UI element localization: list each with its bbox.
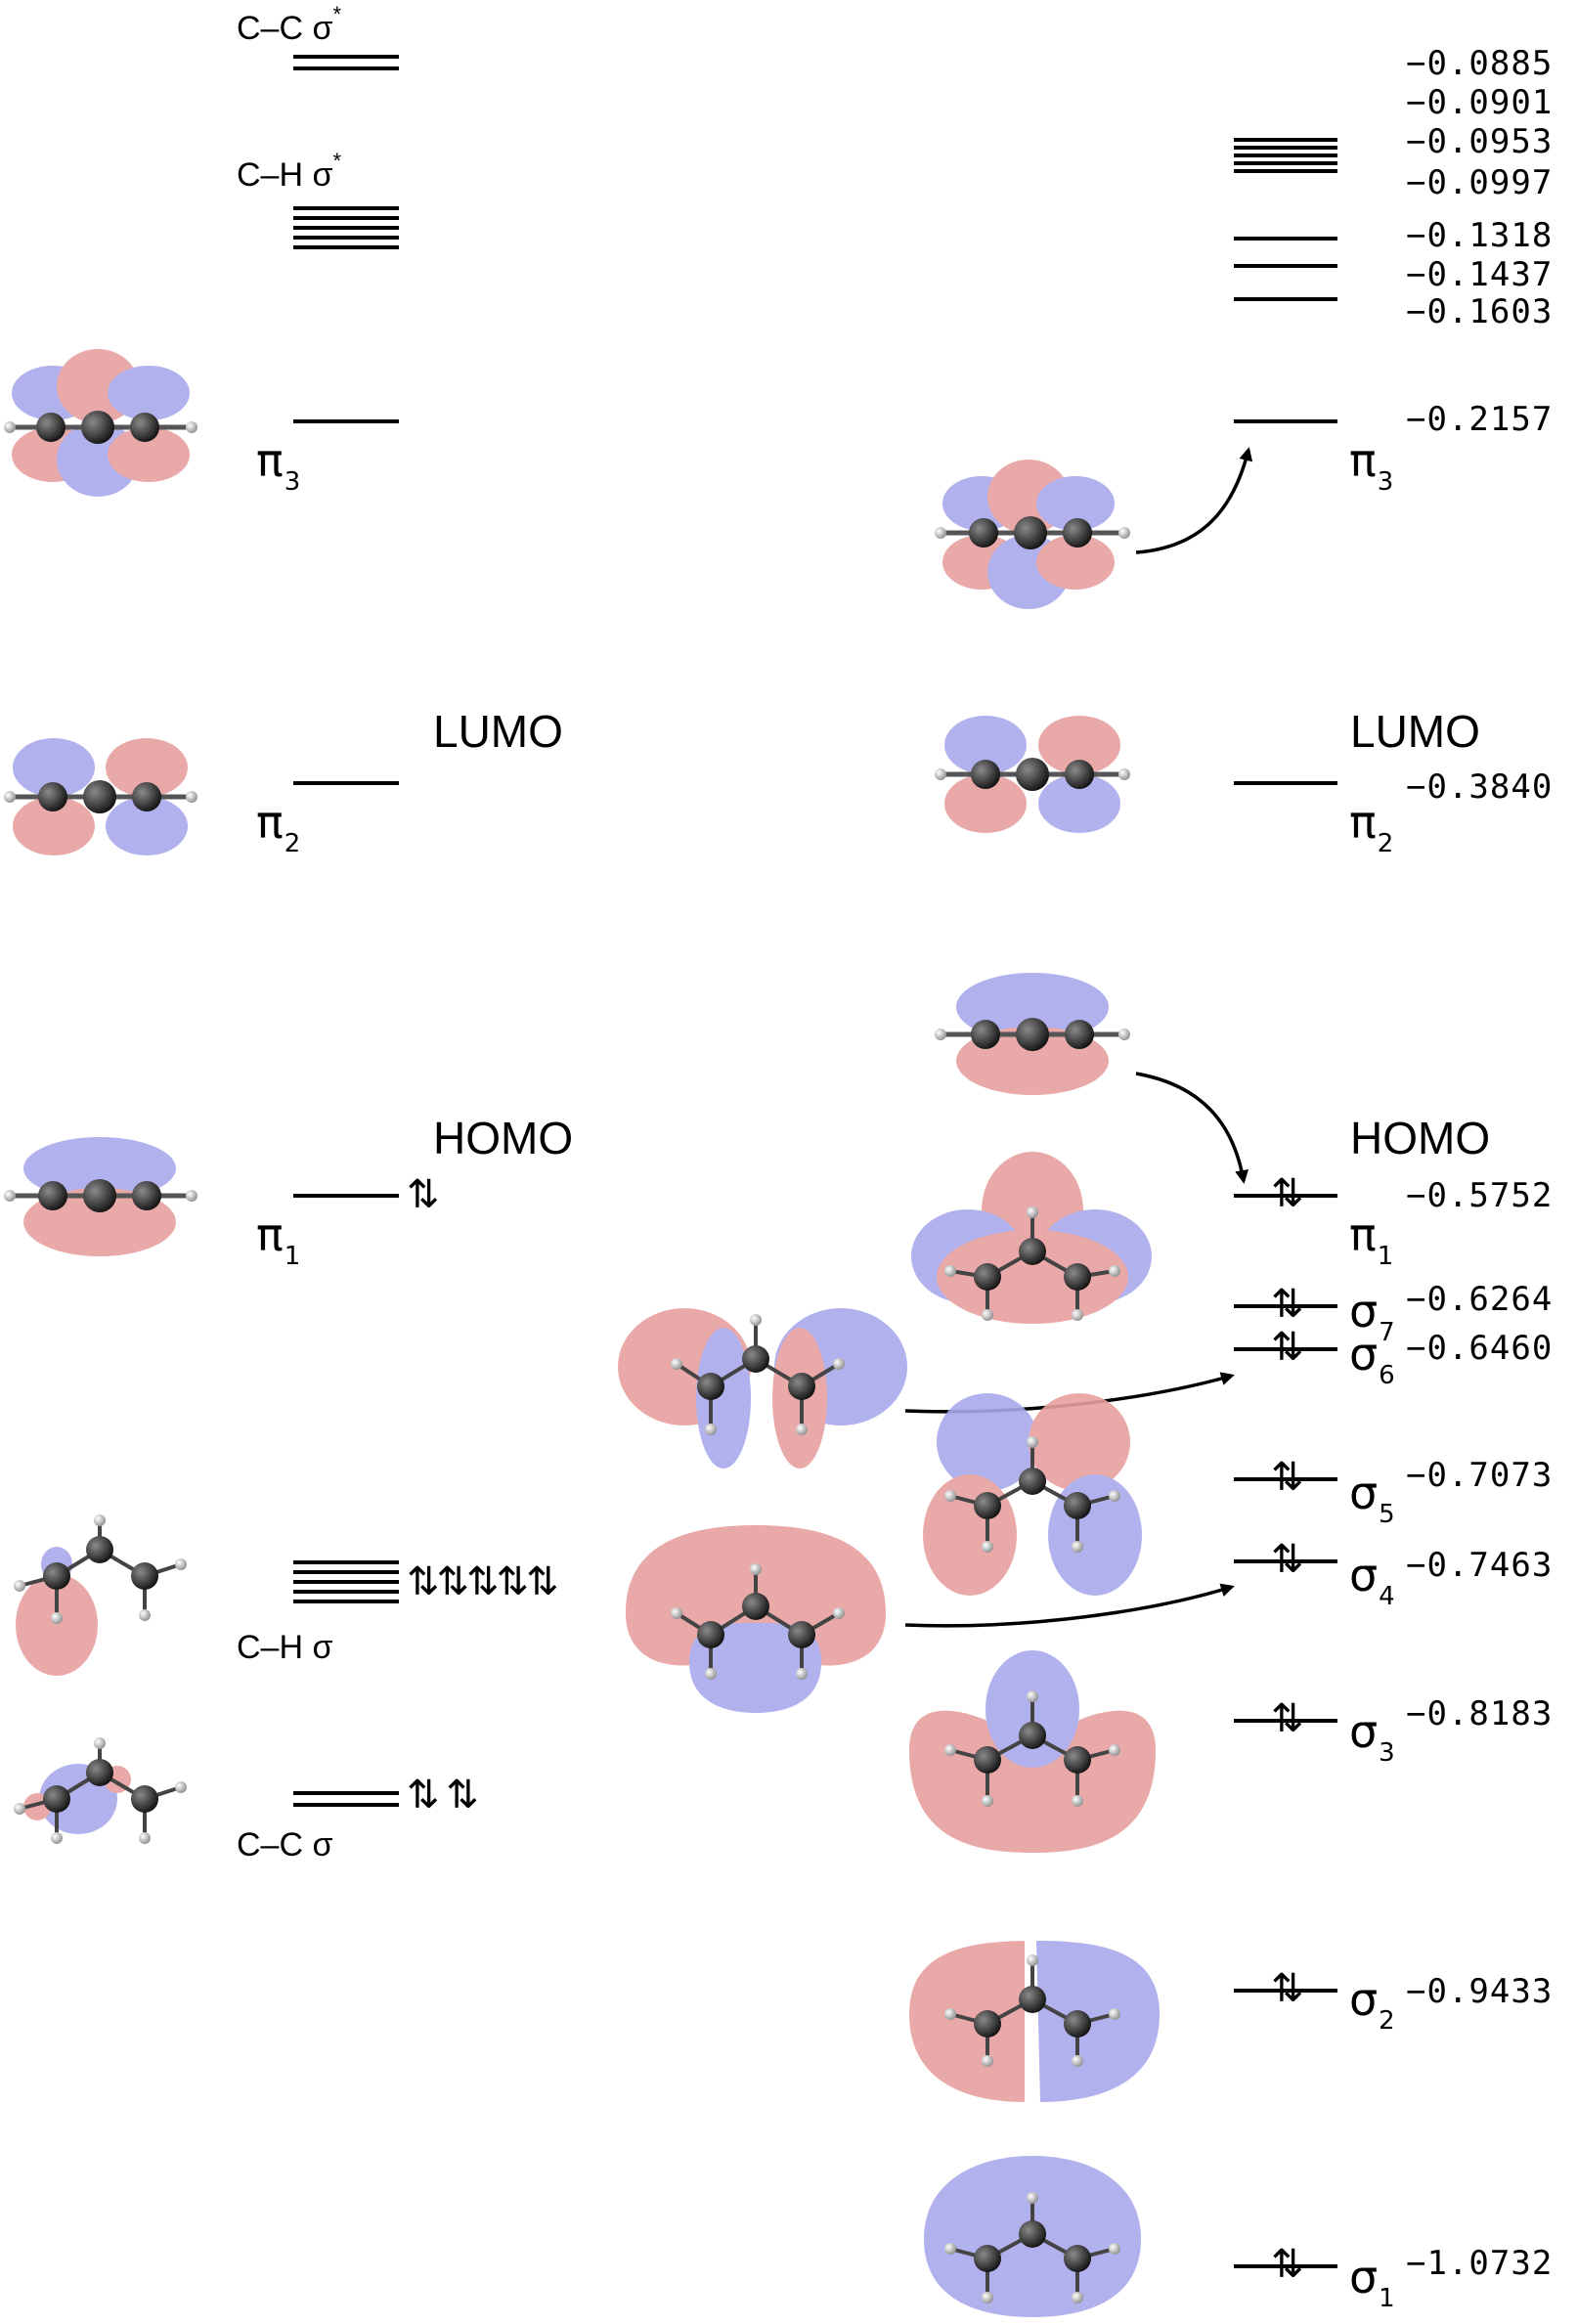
label-cc-sigma-star: C–C σ* (237, 2, 342, 47)
energy-value: −0.0885 (1406, 44, 1554, 83)
label-sigma1: σ1 (1349, 2251, 1395, 2313)
energy-value: −0.1437 (1406, 255, 1554, 294)
electrons-sigma3: ⇅ (1271, 1696, 1303, 1741)
energy-value: −0.6264 (1406, 1280, 1554, 1319)
label-ch-sigma-star: C–H σ* (237, 149, 342, 194)
electrons-sigma5: ⇅ (1271, 1455, 1303, 1500)
energy-value: −0.3840 (1406, 767, 1554, 807)
molecule-left-ch-sigma (14, 1514, 187, 1624)
arrow-to-sigma4 (904, 1583, 1235, 1628)
label-left-pi2: π2 (256, 796, 301, 858)
label-ch-sigma: C–H σ (237, 1629, 333, 1666)
right-levels (1234, 138, 1337, 2268)
molecule-left-pi3 (4, 411, 197, 444)
label-left-homo: HOMO (433, 1113, 574, 1163)
electrons-cc-sigma: ⇅ ⇅ (407, 1773, 479, 1818)
electrons-sigma6: ⇅ (1271, 1325, 1303, 1370)
label-left-pi3: π3 (256, 434, 301, 497)
label-right-pi2: π2 (1349, 796, 1394, 858)
energy-value: −0.2157 (1406, 400, 1554, 439)
energy-value: −0.9433 (1406, 1972, 1554, 2011)
electrons-sigma7: ⇅ (1271, 1282, 1303, 1327)
molecule-middle-upper (671, 1314, 845, 1435)
molecule-right-pi3 (935, 516, 1130, 549)
label-cc-sigma: C–C σ (237, 1826, 333, 1864)
electrons-sigma4: ⇅ (1271, 1537, 1303, 1582)
molecule-right-pi1 (935, 1018, 1130, 1051)
label-right-lumo: LUMO (1350, 706, 1480, 757)
label-right-homo: HOMO (1350, 1113, 1491, 1163)
label-sigma3: σ3 (1349, 1705, 1395, 1768)
label-left-lumo: LUMO (433, 706, 563, 757)
electrons-right-pi1: ⇅ (1271, 1171, 1303, 1216)
energy-value: −0.7463 (1406, 1546, 1554, 1585)
molecules-right-sigma (944, 1206, 1120, 2303)
orbital-left-pi2 (13, 738, 188, 855)
energy-value: −1.0732 (1406, 2244, 1554, 2283)
electrons-sigma2: ⇅ (1271, 1966, 1303, 2011)
left-levels (293, 55, 399, 1807)
energy-value: −0.8183 (1406, 1694, 1554, 1733)
label-sigma4: σ4 (1349, 1549, 1395, 1611)
label-right-pi3: π3 (1349, 434, 1394, 497)
electrons-left-pi1: ⇅ (407, 1172, 439, 1217)
label-sigma6: σ6 (1349, 1328, 1395, 1390)
label-right-pi1: π1 (1349, 1208, 1394, 1271)
orbital-right-pi3 (942, 460, 1115, 609)
energy-value: −0.1318 (1406, 216, 1554, 255)
arrow-to-pi1 (1135, 1072, 1249, 1184)
molecule-middle-lower (671, 1563, 845, 1680)
label-sigma5: σ5 (1349, 1467, 1395, 1529)
label-sigma7: σ7 (1349, 1285, 1395, 1347)
energy-value: −0.0953 (1406, 122, 1554, 161)
energy-value: −0.0901 (1406, 83, 1554, 122)
electrons-sigma1: ⇅ (1271, 2242, 1303, 2287)
molecule-left-cc-sigma (14, 1737, 187, 1844)
label-sigma2: σ2 (1349, 1973, 1395, 2036)
orbital-left-pi3 (12, 349, 190, 497)
energy-value: −0.5752 (1406, 1176, 1554, 1215)
molecule-right-pi2 (935, 758, 1130, 791)
electrons-ch-sigma: ⇅⇅⇅⇅⇅ (407, 1559, 559, 1604)
orbital-right-pi2 (944, 716, 1120, 833)
label-left-pi1: π1 (256, 1208, 301, 1271)
energy-value: −0.7073 (1406, 1456, 1554, 1495)
molecule-left-pi2 (4, 780, 197, 813)
molecule-left-pi1 (4, 1179, 197, 1212)
energy-value: −0.6460 (1406, 1329, 1554, 1368)
energy-value: −0.0997 (1406, 163, 1554, 202)
arrow-to-pi3 (1135, 447, 1253, 554)
energy-value: −0.1603 (1406, 292, 1554, 331)
